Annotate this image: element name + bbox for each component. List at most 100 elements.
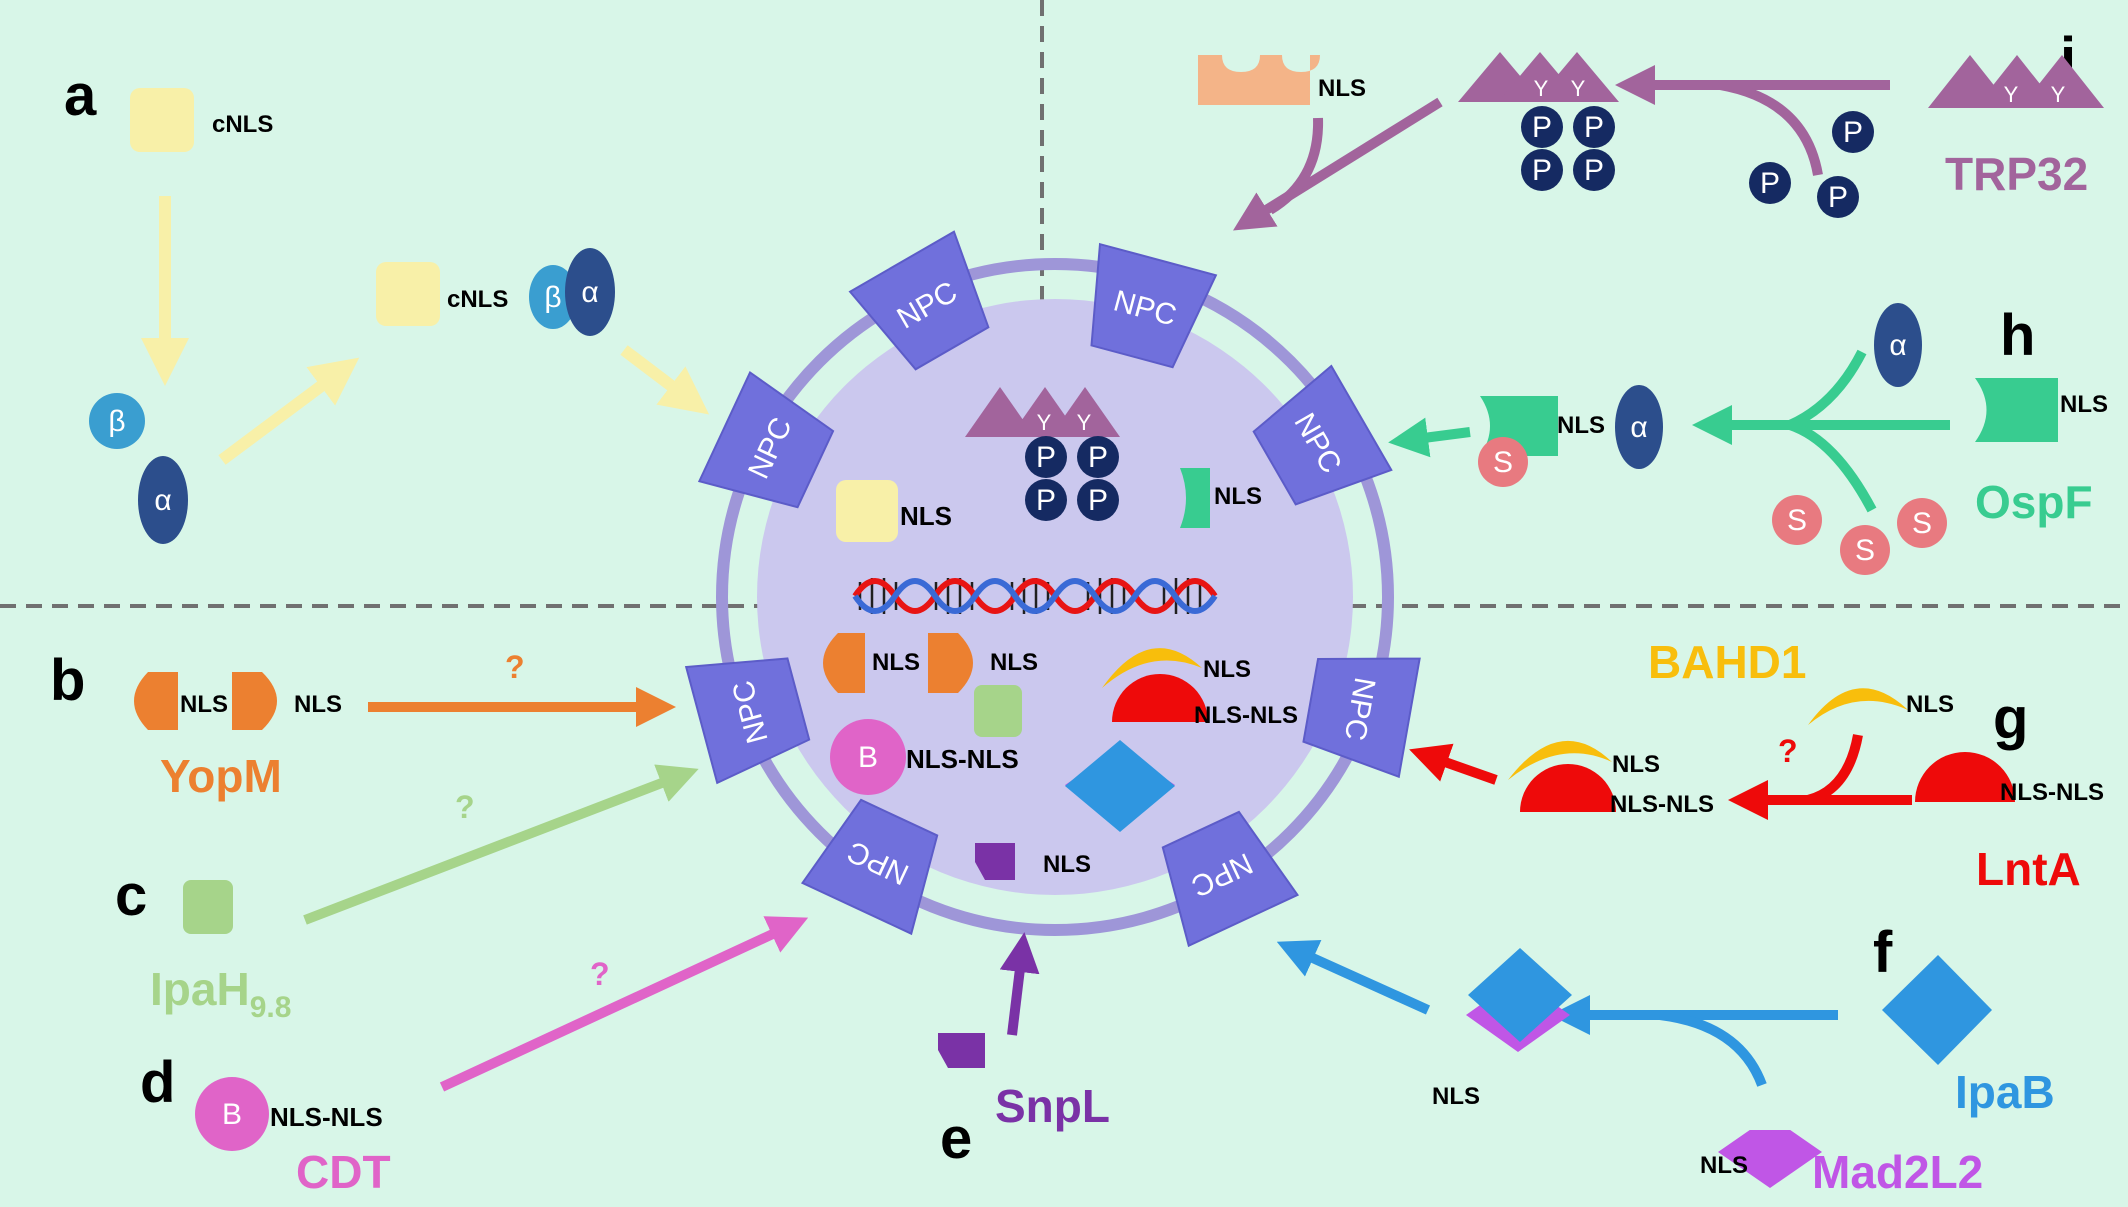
nuclear-yopm: NLS NLS <box>823 633 1038 693</box>
svg-text:b: b <box>50 648 85 713</box>
svg-text:NLS: NLS <box>294 691 342 718</box>
svg-text:?: ? <box>505 649 525 685</box>
svg-text:P: P <box>1532 154 1552 187</box>
svg-text:P: P <box>1036 484 1056 517</box>
svg-text:c: c <box>115 863 147 928</box>
svg-text:Y: Y <box>1077 410 1092 435</box>
svg-text:NLS: NLS <box>1432 1083 1480 1110</box>
npc-2: NPC <box>1090 242 1218 369</box>
npc-3: NPC <box>697 370 835 509</box>
svg-text:NLS: NLS <box>1906 691 1954 718</box>
panel-f: f IpaB NLS Mad2L2 NLS <box>1276 920 2055 1198</box>
svg-text:SnpL: SnpL <box>995 1080 1110 1132</box>
svg-text:Y: Y <box>1037 410 1052 435</box>
svg-text:NLS: NLS <box>990 649 1038 676</box>
npc-icon <box>800 798 939 936</box>
svg-text:α: α <box>1630 411 1647 444</box>
s-ligand-icon: S <box>1478 437 1528 487</box>
svg-text:P: P <box>1760 167 1780 200</box>
svg-text:NLS-NLS: NLS-NLS <box>270 1102 383 1132</box>
svg-text:P: P <box>1036 441 1056 474</box>
importin-alpha-icon: α <box>138 456 188 544</box>
svg-text:α: α <box>1889 329 1906 362</box>
npc-5: NPC <box>684 657 811 785</box>
nuclear-cnls-protein: NLS <box>836 480 952 542</box>
npc-4: NPC <box>1252 364 1393 506</box>
svg-text:B: B <box>858 741 878 774</box>
svg-text:BAHD1: BAHD1 <box>1648 636 1806 688</box>
panel-b: b NLS NLS YopM ? <box>50 648 676 802</box>
svg-text:g: g <box>1993 686 2028 751</box>
dna-helix-icon <box>852 578 1218 614</box>
svg-text:P: P <box>1828 181 1848 214</box>
svg-text:Y: Y <box>1534 76 1549 101</box>
svg-text:LntA: LntA <box>1976 843 2081 895</box>
cnls-cargo <box>130 88 194 152</box>
svg-text:Y: Y <box>1571 76 1586 101</box>
svg-text:NLS: NLS <box>1318 75 1366 102</box>
nuclear-ipab-mad2l2 <box>1065 740 1175 832</box>
npc-8: NPC <box>1161 810 1300 948</box>
svg-text:d: d <box>140 1050 175 1115</box>
nuclear-lnta-bahd1: NLS NLS-NLS <box>1102 648 1298 729</box>
nuclear-ospf: NLS <box>1180 468 1262 528</box>
svg-text:IpaH9.8: IpaH9.8 <box>150 963 291 1024</box>
svg-text:α: α <box>154 484 171 517</box>
svg-text:h: h <box>2000 303 2035 368</box>
npc-icon <box>697 370 835 509</box>
svg-text:?: ? <box>590 956 610 992</box>
panel-c: c IpaH9.8 ? <box>115 764 699 1024</box>
svg-text:NLS: NLS <box>1203 656 1251 683</box>
nuclear-cdt: B NLS-NLS <box>830 719 1019 795</box>
npc-1: NPC <box>848 230 990 371</box>
panel-i: i Y Y TRP32 P P P Y Y P P P P <box>1198 26 2104 231</box>
npc-icon <box>1161 810 1300 948</box>
svg-text:NLS-NLS: NLS-NLS <box>2000 779 2104 806</box>
svg-text:IpaB: IpaB <box>1955 1066 2055 1118</box>
svg-text:S: S <box>1912 507 1932 540</box>
nuclear-envelope <box>716 258 1394 936</box>
nuclear-trp32: Y Y P P P P <box>965 387 1120 521</box>
npc-icon <box>1302 657 1421 779</box>
phosphate-icon: P P P P <box>1025 436 1119 521</box>
svg-text:f: f <box>1873 920 1893 985</box>
phosphate-icon: P P P <box>1749 111 1874 218</box>
panel-a: a cNLS β α cNLS β α <box>64 63 710 544</box>
panel-d: d B NLS-NLS CDT ? <box>140 916 809 1198</box>
s-ligand-icon: S S S <box>1772 495 1947 575</box>
svg-text:NLS-NLS: NLS-NLS <box>1610 791 1714 818</box>
npc-icon <box>1252 364 1393 506</box>
npc-icon <box>848 230 990 371</box>
svg-text:NLS: NLS <box>872 649 920 676</box>
svg-text:cNLS: cNLS <box>447 286 508 313</box>
lnta-icon <box>1915 752 2015 802</box>
svg-text:NLS-NLS: NLS-NLS <box>906 744 1019 774</box>
ipab-icon <box>1882 955 1992 1065</box>
svg-text:S: S <box>1493 446 1513 479</box>
svg-text:?: ? <box>1778 733 1798 769</box>
svg-text:?: ? <box>455 789 475 825</box>
svg-text:Mad2L2: Mad2L2 <box>1812 1146 1983 1198</box>
svg-text:P: P <box>1532 111 1552 144</box>
phosphate-icon: P P P P <box>1521 106 1615 191</box>
svg-text:cNLS: cNLS <box>212 111 273 138</box>
nuclear-ipah <box>974 685 1022 737</box>
panel-g: BAHD1 NLS g NLS-NLS LntA ? NLS NLS-NLS <box>1409 636 2104 895</box>
svg-text:P: P <box>1843 116 1863 149</box>
svg-text:NLS: NLS <box>1557 412 1605 439</box>
svg-text:OspF: OspF <box>1975 476 2093 528</box>
panel-h: h NLS OspF α S S S NLS S α <box>1388 303 2108 575</box>
svg-text:NLS: NLS <box>180 691 228 718</box>
ospf-icon <box>1975 378 2058 442</box>
svg-text:NLS: NLS <box>1043 851 1091 878</box>
svg-text:Y: Y <box>2004 82 2019 107</box>
importin-beta-icon: β <box>89 393 145 449</box>
trp32-nls-partner <box>1198 55 1320 105</box>
svg-text:P: P <box>1584 111 1604 144</box>
bahd1-icon <box>1808 688 1908 725</box>
svg-text:Y: Y <box>2051 82 2066 107</box>
panel-e: SnpL e <box>938 932 1110 1171</box>
svg-text:NLS: NLS <box>1612 751 1660 778</box>
svg-text:β: β <box>108 405 125 438</box>
svg-text:NLS: NLS <box>900 501 952 531</box>
